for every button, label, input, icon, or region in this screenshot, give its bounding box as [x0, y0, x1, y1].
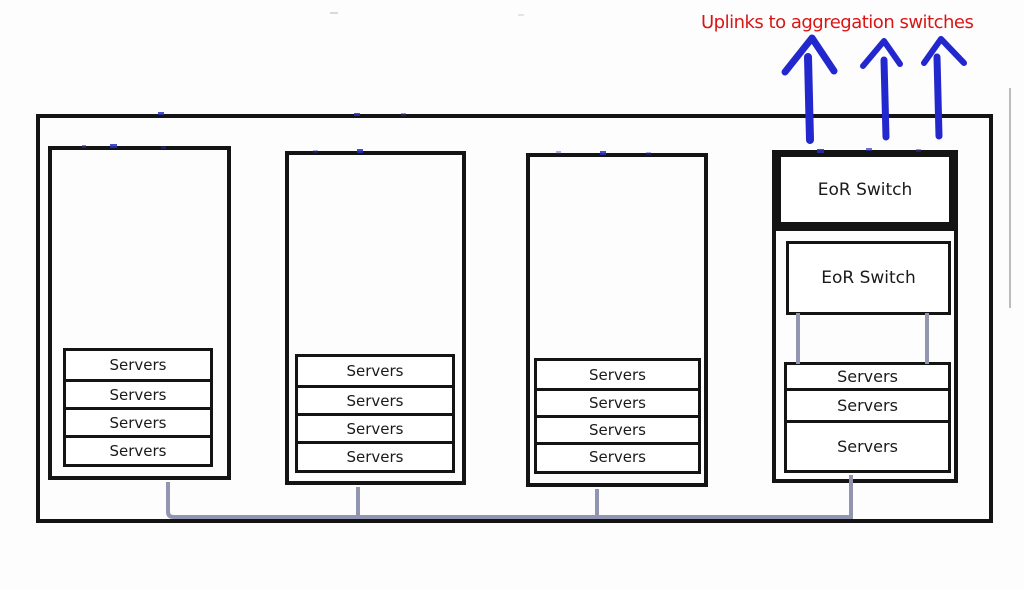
uplink-arrow-head	[860, 38, 903, 69]
uplinks-annotation: Uplinks to aggregation switches	[701, 12, 974, 33]
server-row: Servers	[298, 413, 452, 441]
server-row: Servers	[537, 388, 698, 415]
datacenter-row-boundary	[36, 114, 993, 523]
server-row: Servers	[537, 415, 698, 442]
rack-4-server-stack: Servers Servers Servers	[784, 362, 951, 473]
uplink-arrow-head	[781, 34, 838, 76]
server-row: Servers	[787, 420, 948, 470]
smudge	[518, 14, 524, 16]
server-row: Servers	[537, 442, 698, 469]
smudge	[330, 12, 338, 14]
server-row: Servers	[66, 351, 210, 379]
server-row: Servers	[66, 435, 210, 463]
server-row: Servers	[787, 388, 948, 420]
rack-1-server-stack: Servers Servers Servers Servers	[63, 348, 213, 467]
server-row: Servers	[298, 357, 452, 385]
eor-switch-primary: EoR Switch	[772, 150, 958, 231]
server-row: Servers	[66, 407, 210, 435]
server-row: Servers	[787, 365, 948, 388]
eor-switch-label: EoR Switch	[781, 157, 949, 222]
rack-1	[48, 146, 231, 480]
faint-smudges	[330, 12, 524, 16]
rack-2-server-stack: Servers Servers Servers Servers	[295, 354, 455, 473]
server-row: Servers	[298, 385, 452, 413]
rack-3-server-stack: Servers Servers Servers Servers	[534, 358, 701, 474]
server-row: Servers	[66, 379, 210, 407]
eor-switch-secondary: EoR Switch	[786, 241, 951, 315]
uplink-arrow-head	[921, 36, 967, 66]
server-row: Servers	[298, 441, 452, 469]
server-row: Servers	[537, 361, 698, 388]
